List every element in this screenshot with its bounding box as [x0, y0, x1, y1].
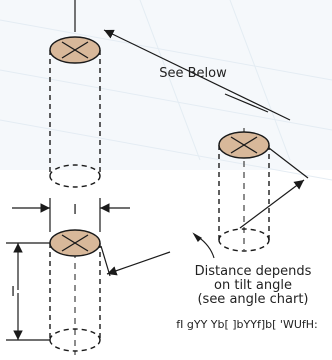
footer-note: fI gYY Yb[ ]bYYf]b[ 'WUfH:: [176, 318, 317, 331]
width-dim-label: I: [73, 203, 77, 218]
see-below-callout: [103, 29, 291, 121]
distance-dimension: [100, 147, 309, 277]
pile-cylinder-1: [49, 0, 101, 188]
distance-label-line2: on tilt angle: [214, 278, 292, 293]
distance-label-line3: (see angle chart): [197, 292, 308, 307]
width-dimension: [12, 198, 130, 232]
pile-cylinder-3: [49, 229, 101, 355]
distance-label-line1: Distance depends: [195, 264, 312, 279]
see-below-label: See Below: [159, 66, 227, 81]
height-dim-label: I: [11, 285, 15, 300]
pile-cylinder-2: [218, 128, 270, 252]
height-dimension: [6, 242, 50, 341]
